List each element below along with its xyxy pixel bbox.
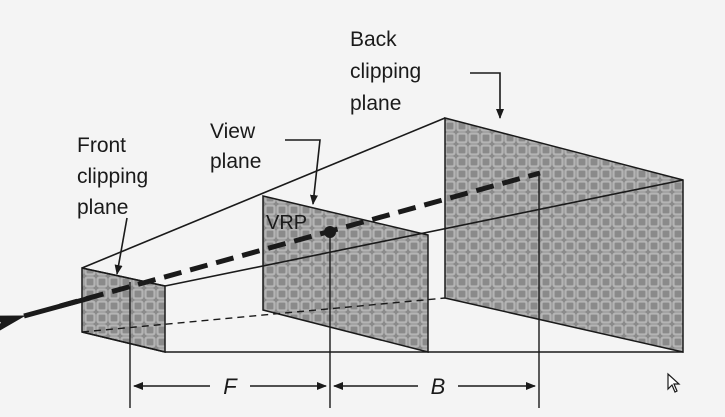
view-plane-label-line1: View <box>210 120 256 143</box>
measure-lines <box>129 172 540 408</box>
front-plane-label-line3: plane <box>77 196 128 219</box>
back-plane-leader <box>470 72 504 119</box>
back-clipping-plane <box>444 117 684 353</box>
back-plane-label: Back clipping plane <box>350 28 427 115</box>
view-plane-label-line2: plane <box>210 150 261 173</box>
front-plane-label-line2: clipping <box>77 165 148 188</box>
view-direction-arrow <box>0 295 91 334</box>
vrp-label: VRP <box>266 212 307 234</box>
back-plane-label-line3: plane <box>350 92 401 115</box>
mouse-cursor-icon <box>667 372 681 393</box>
hidden-edge <box>81 297 446 333</box>
front-plane-label-line1: Front <box>77 134 126 157</box>
view-plane-leader <box>285 139 321 205</box>
view-direction-dashed-line <box>59 170 541 309</box>
back-plane-label-line2: clipping <box>350 60 421 83</box>
front-plane-label: Front clipping plane <box>77 134 154 219</box>
view-plane-label: View plane <box>210 120 261 173</box>
front-plane-leader <box>114 217 128 275</box>
f-distance-label: F <box>223 374 238 399</box>
b-distance-label: B <box>431 374 446 399</box>
back-plane-label-line1: Back <box>350 28 397 51</box>
